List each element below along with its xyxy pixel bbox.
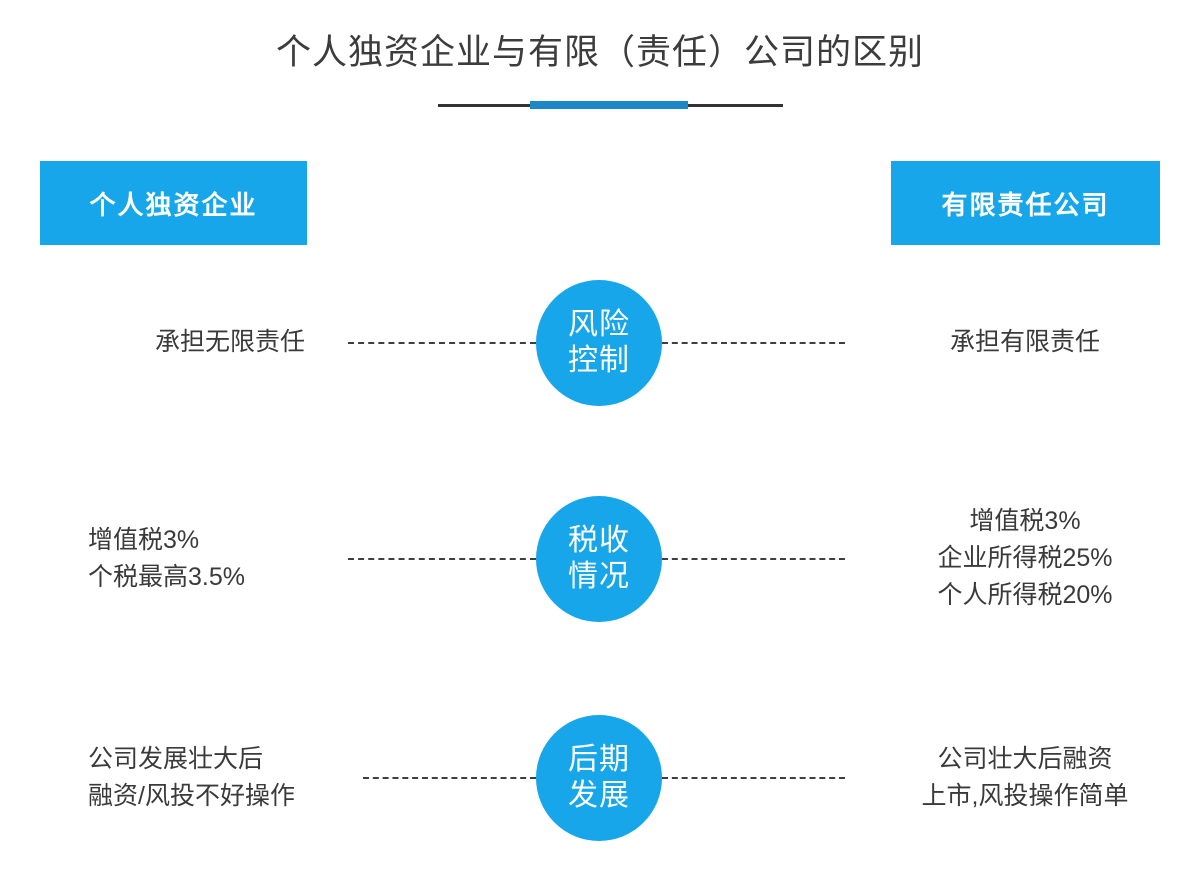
title-block: 个人独资企业与有限（责任）公司的区别 <box>0 0 1200 74</box>
row-right-text: 公司壮大后融资 上市,风投操作简单 <box>880 741 1170 815</box>
row-left-line: 个税最高3.5% <box>88 563 245 591</box>
row-right-line: 增值税3% <box>969 507 1081 535</box>
badge-line-2: 控制 <box>568 344 630 377</box>
row-right-line: 公司壮大后融资 <box>937 745 1113 773</box>
badge-line-1: 税收 <box>568 524 630 557</box>
category-badge-taxation: 税收 情况 <box>536 496 662 622</box>
badge-line-2: 情况 <box>568 560 630 593</box>
row-left-line: 增值税3% <box>88 526 200 554</box>
row-left-text: 增值税3% 个税最高3.5% <box>88 522 358 596</box>
category-badge-risk-control: 风险 控制 <box>536 280 662 406</box>
connector-dashed-left <box>348 558 536 560</box>
row-left-line: 融资/风投不好操作 <box>88 782 295 810</box>
column-header-right-label: 有限责任公司 <box>941 189 1110 220</box>
column-header-sole-proprietorship: 个人独资企业 <box>40 161 307 245</box>
badge-line-1: 后期 <box>568 743 630 776</box>
row-right-line: 个人所得税20% <box>937 581 1113 609</box>
column-header-left-label: 个人独资企业 <box>89 189 258 220</box>
connector-dashed-left <box>348 342 536 344</box>
row-left-text: 承担无限责任 <box>40 324 305 361</box>
page-title: 个人独资企业与有限（责任）公司的区别 <box>275 33 924 72</box>
connector-dashed-right <box>662 558 845 560</box>
row-right-line: 企业所得税25% <box>937 544 1113 572</box>
row-left-line: 承担无限责任 <box>154 328 305 356</box>
connector-dashed-left <box>363 777 536 779</box>
column-header-limited-company: 有限责任公司 <box>891 161 1160 245</box>
row-right-text: 承担有限责任 <box>880 324 1170 361</box>
badge-line-2: 发展 <box>568 779 630 812</box>
row-right-line: 上市,风投操作简单 <box>921 782 1129 810</box>
row-left-line: 公司发展壮大后 <box>88 745 264 773</box>
connector-dashed-right <box>662 342 845 344</box>
category-badge-later-development: 后期 发展 <box>536 715 662 841</box>
title-divider-accent <box>530 101 688 109</box>
row-right-line: 承担有限责任 <box>949 328 1100 356</box>
badge-line-1: 风险 <box>568 308 630 341</box>
row-right-text: 增值税3% 企业所得税25% 个人所得税20% <box>880 503 1170 614</box>
row-left-text: 公司发展壮大后 融资/风投不好操作 <box>88 741 358 815</box>
connector-dashed-right <box>662 777 845 779</box>
